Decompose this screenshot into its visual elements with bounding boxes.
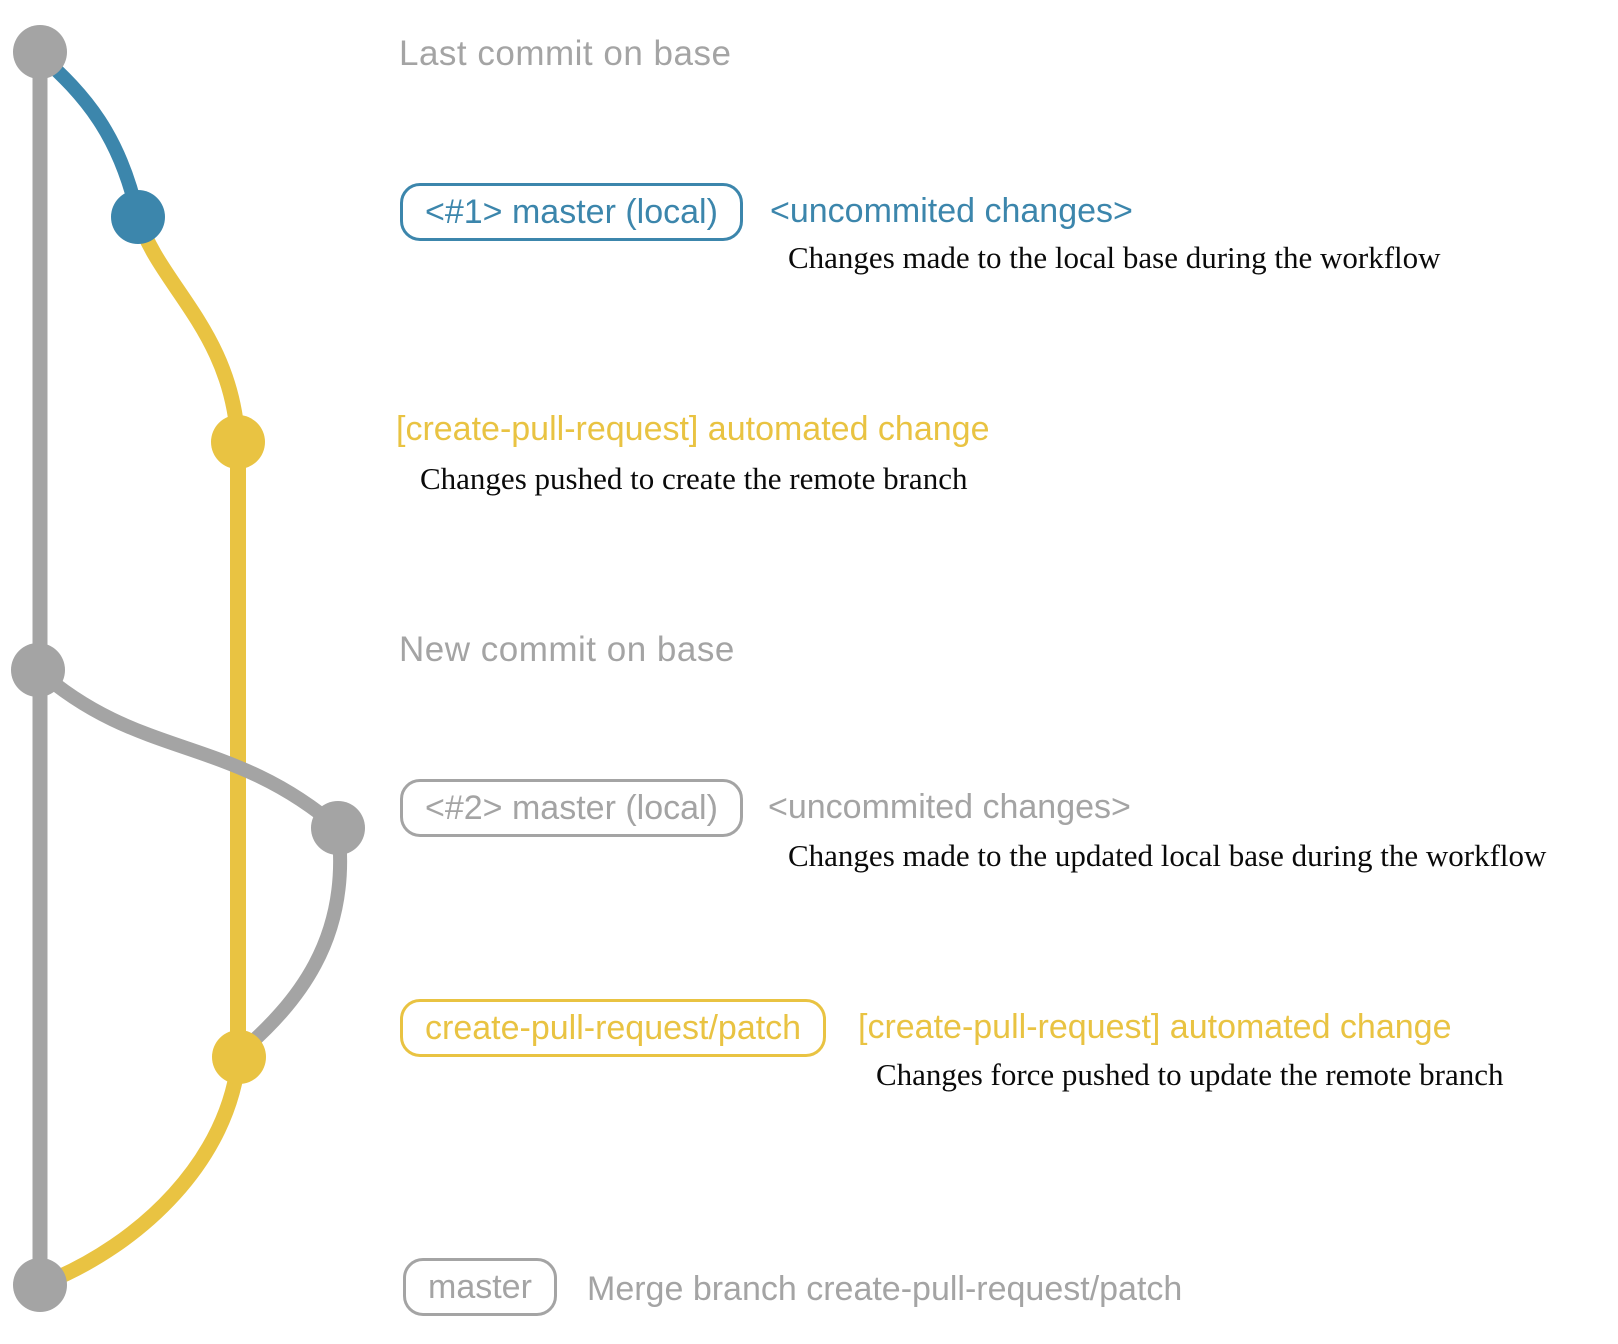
patch-branch-curve-top — [130, 214, 246, 443]
branch-badge-patch: create-pull-request/patch — [400, 999, 827, 1057]
commit-desc-uncommitted-1: Changes made to the local base during th… — [788, 240, 1441, 275]
commit-dot-new-base — [11, 643, 65, 697]
label-new-commit-on-base: New commit on base — [399, 630, 735, 669]
branch-badge-master-local-1: <#1> master (local) — [400, 183, 743, 241]
commit-dot-automated1 — [211, 415, 265, 469]
commit-label-uncommitted-1: <uncommited changes> — [770, 192, 1133, 230]
commit-label-automated-1: [create-pull-request] automated change — [396, 410, 990, 448]
patch-merge-curve — [42, 1054, 247, 1290]
commit-label-merge: Merge branch create-pull-request/patch — [587, 1270, 1183, 1308]
branch-badge-master-local-2: <#2> master (local) — [400, 779, 743, 837]
rebase-curve — [33, 664, 343, 834]
local-branch-curve — [35, 49, 145, 219]
branch-badge-master: master — [403, 1258, 557, 1316]
commit-desc-automated-2: Changes force pushed to update the remot… — [876, 1057, 1504, 1092]
commit-label-uncommitted-2: <uncommited changes> — [768, 788, 1131, 826]
commit-dot-uncommitted1 — [111, 190, 165, 244]
label-last-commit-on-base: Last commit on base — [399, 34, 732, 73]
commit-dot-automated2 — [212, 1030, 266, 1084]
force-push-curve — [236, 827, 348, 1058]
commit-desc-uncommitted-2: Changes made to the updated local base d… — [788, 838, 1547, 873]
commit-dot-merge — [13, 1258, 67, 1312]
commit-desc-automated-1: Changes pushed to create the remote bran… — [420, 461, 968, 496]
commit-dot-last-base — [13, 25, 67, 79]
commit-label-automated-2: [create-pull-request] automated change — [858, 1008, 1452, 1046]
commit-dot-uncommitted2 — [311, 801, 365, 855]
commit-graph — [11, 25, 365, 1312]
